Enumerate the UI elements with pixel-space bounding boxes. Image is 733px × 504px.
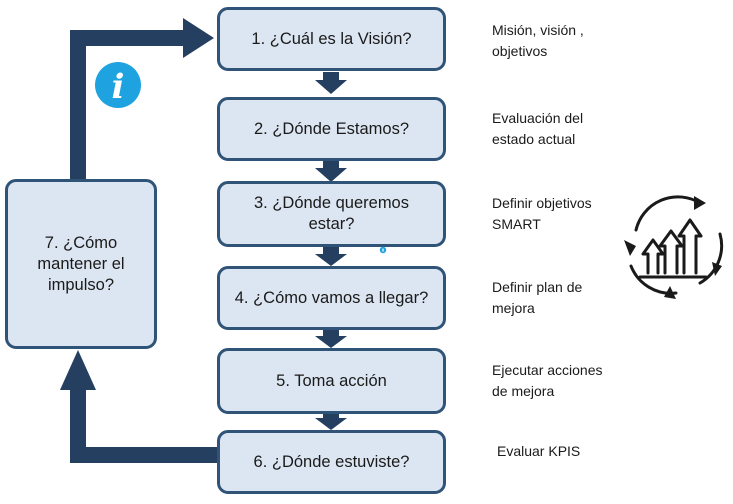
- return-arrow-vertical: [70, 388, 86, 463]
- down-arrow-1: [315, 72, 347, 94]
- step-label-1: 1. ¿Cuál es la Visión?: [251, 29, 412, 48]
- loop-box-label: 7. ¿Cómo mantener el impulso?: [37, 233, 125, 294]
- step-box-1: 1. ¿Cuál es la Visión?: [217, 7, 446, 71]
- step-box-2: 2. ¿Dónde Estamos?: [217, 97, 446, 161]
- down-arrow-2: [315, 160, 347, 182]
- note-4: Definir plan de mejora: [492, 279, 583, 316]
- note-3: Definir objetivos SMART: [492, 195, 592, 232]
- down-arrow-5: [315, 412, 347, 430]
- step-label-4: 4. ¿Cómo vamos a llegar?: [234, 288, 429, 307]
- info-icon[interactable]: i: [95, 62, 141, 108]
- note-1: Misión, visión , objetivos: [492, 22, 584, 59]
- loop-arrow-head: [183, 18, 214, 58]
- small-info-icon[interactable]: [379, 246, 387, 254]
- down-arrow-4: [315, 330, 347, 348]
- step-box-6: 6. ¿Dónde estuviste?: [217, 430, 446, 494]
- step-box-5: 5. Toma acción: [217, 348, 446, 414]
- return-arrow-bottom: [71, 350, 220, 450]
- step-label-3: 3. ¿Dónde queremos estar?: [253, 194, 409, 233]
- return-arrow-horizontal: [70, 447, 222, 463]
- step-box-3: 3. ¿Dónde queremos estar?: [217, 181, 446, 247]
- note-5: Ejecutar acciones de mejora: [492, 362, 603, 399]
- step-box-4: 4. ¿Cómo vamos a llegar?: [217, 266, 446, 330]
- loop-box: 7. ¿Cómo mantener el impulso?: [5, 179, 157, 349]
- step-label-6: 6. ¿Dónde estuviste?: [253, 452, 410, 471]
- return-arrow-head: [60, 350, 96, 390]
- info-icon-glyph: i: [112, 67, 125, 107]
- step-label-2: 2. ¿Dónde Estamos?: [254, 119, 409, 138]
- loop-arrow-vertical: [70, 30, 86, 180]
- down-arrow-3: [315, 246, 347, 266]
- note-2: Evaluación del estado actual: [492, 110, 584, 147]
- loop-arrow-horizontal: [70, 30, 185, 46]
- step-label-5: 5. Toma acción: [276, 371, 387, 390]
- note-6: Evaluar KPIS: [497, 443, 581, 459]
